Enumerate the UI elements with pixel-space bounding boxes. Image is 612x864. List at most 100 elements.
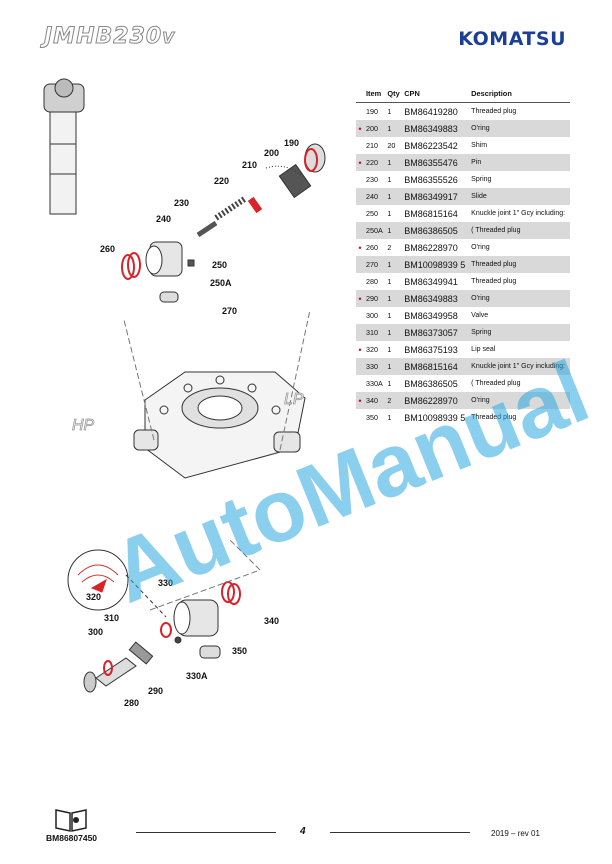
callout-250: 250 (212, 260, 227, 270)
row-mark: • (358, 344, 362, 355)
row-qty: 1 (387, 345, 392, 354)
row-cpn: BM86349883 (402, 290, 470, 307)
row-item: 260 (366, 243, 378, 252)
row-mark (356, 205, 364, 222)
row-qty: 1 (387, 107, 392, 116)
row-mark (356, 188, 364, 205)
callout-310: 310 (104, 613, 119, 623)
row-description: ( Threaded plug (471, 380, 521, 387)
row-mark (356, 222, 364, 239)
row-qty: 1 (385, 188, 403, 205)
row-qty: 1 (385, 290, 403, 307)
callout-250a: 250A (210, 278, 232, 288)
document-code: BM86807450 (46, 833, 98, 843)
callout-220: 220 (214, 176, 229, 186)
cpn-header: CPN (402, 84, 470, 103)
row-description: O'ring (469, 392, 570, 409)
row-mark (356, 375, 364, 392)
row-description: O'ring (471, 244, 490, 251)
brand-logo: KOMATSU (458, 28, 566, 50)
row-description: Knuckle joint 1" Gcy including: (469, 358, 570, 375)
callout-340: 340 (264, 616, 279, 626)
row-item: 280 (366, 277, 378, 286)
row-description: Shim (471, 142, 488, 149)
row-mark (356, 358, 364, 375)
lp-label: LP (284, 391, 304, 408)
row-qty: 1 (387, 379, 392, 388)
callout-330: 330 (158, 578, 173, 588)
row-cpn: BM86386505 (402, 222, 470, 239)
row-mark: • (356, 392, 364, 409)
row-item: 340 (364, 392, 386, 409)
row-cpn: BM86386505 (404, 378, 458, 389)
row-cpn: BM86355476 (402, 154, 470, 171)
row-mark (356, 171, 364, 188)
row-cpn: BM86228970 (404, 242, 458, 253)
row-cpn: BM10098939 5 (402, 256, 470, 273)
row-mark: • (356, 154, 364, 171)
hammer-thumbnail (43, 78, 85, 215)
row-item: 320 (366, 345, 378, 354)
row-mark (356, 409, 364, 426)
callout-240: 240 (156, 214, 171, 224)
row-qty: 1 (387, 413, 392, 422)
row-mark (356, 324, 364, 341)
item-header: Item (364, 84, 386, 103)
row-description: O'ring (469, 120, 570, 137)
row-cpn: BM86349883 (402, 120, 470, 137)
row-item: 330A (366, 379, 383, 388)
row-qty: 1 (385, 324, 403, 341)
row-description: Spring (471, 176, 492, 183)
row-cpn: BM86373057 (402, 324, 470, 341)
row-item: 300 (366, 311, 378, 320)
row-description: O'ring (469, 290, 570, 307)
row-description: Spring (469, 324, 570, 341)
callout-350: 350 (232, 646, 247, 656)
row-cpn: BM86349958 (404, 310, 458, 321)
row-item: 330 (364, 358, 386, 375)
row-qty: 1 (387, 209, 392, 218)
qty-header: Qty (385, 84, 403, 103)
row-qty: 1 (387, 311, 392, 320)
row-description: Threaded plug (471, 278, 517, 285)
knuckle-joint-upper (121, 241, 195, 303)
callout-320: 320 (86, 592, 101, 602)
row-description: Lip seal (471, 346, 496, 353)
callout-290: 290 (148, 686, 163, 696)
row-description: Pin (469, 154, 570, 171)
valve-housing (123, 309, 311, 479)
row-cpn: BM86228970 (402, 392, 470, 409)
row-item: 200 (364, 120, 386, 137)
row-qty: 1 (385, 120, 403, 137)
exploded-diagram: 190 200 210 220 230 240 250 250A 260 270… (43, 78, 326, 708)
row-mark: • (356, 290, 364, 307)
row-mark (356, 307, 364, 324)
book-icon (55, 809, 87, 832)
row-qty: 2 (385, 392, 403, 409)
row-mark (356, 273, 364, 290)
row-mark (356, 137, 364, 154)
callout-200: 200 (264, 148, 279, 158)
row-item: 220 (364, 154, 386, 171)
row-cpn: BM86815164 (404, 208, 458, 219)
row-item: 210 (366, 141, 378, 150)
revision-label: 2019 – rev 01 (491, 829, 540, 838)
callout-270: 270 (222, 306, 237, 316)
callout-260: 260 (100, 244, 115, 254)
description-header: Description (469, 84, 570, 103)
row-description: ( Threaded plug (469, 222, 570, 239)
footer-rule-left (136, 832, 276, 833)
mark-header (356, 84, 364, 103)
